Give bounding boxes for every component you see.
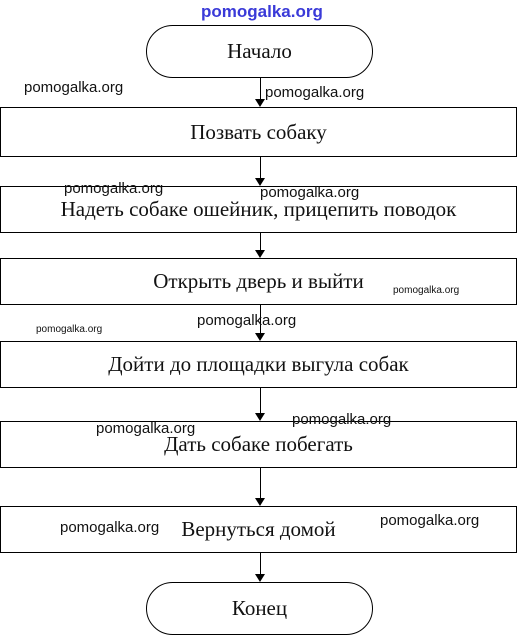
watermark: pomogalka.org	[380, 512, 480, 529]
watermark: pomogalka.org	[197, 312, 297, 329]
end-terminal: Конец	[146, 582, 373, 635]
watermark: pomogalka.org	[64, 180, 164, 197]
watermark: pomogalka.org	[24, 79, 124, 96]
watermark: pomogalka.org	[36, 324, 103, 335]
end-label: Конец	[231, 596, 288, 620]
watermark: pomogalka.org	[96, 420, 196, 437]
start-label: Начало	[227, 39, 292, 63]
step-label: Дать собаке побегать	[164, 432, 353, 456]
watermark: pomogalka.org	[292, 411, 392, 428]
step-call-dog: Позвать собаку	[0, 107, 517, 157]
start-terminal: Начало	[146, 25, 373, 78]
step-label: Открыть дверь и выйти	[153, 269, 364, 293]
step-label: Вернуться домой	[181, 517, 336, 541]
step-walk-to-dog-park: Дойти до площадки выгула собак	[0, 341, 517, 388]
step-put-on-collar: Надеть собаке ошейник, прицепить поводок	[0, 186, 517, 233]
watermark: pomogalka.org	[60, 519, 160, 536]
watermark: pomogalka.org	[260, 184, 360, 201]
watermark: pomogalka.org	[265, 84, 365, 101]
step-open-door: Открыть дверь и выйти	[0, 258, 517, 305]
step-let-dog-run: Дать собаке побегать	[0, 421, 517, 468]
step-label: Позвать собаку	[190, 119, 327, 144]
watermark: pomogalka.org	[393, 285, 460, 296]
watermark: pomogalka.org	[201, 2, 323, 21]
step-return-home: Вернуться домой	[0, 506, 517, 553]
step-label: Надеть собаке ошейник, прицепить поводок	[60, 197, 457, 221]
step-label: Дойти до площадки выгула собак	[108, 352, 409, 376]
